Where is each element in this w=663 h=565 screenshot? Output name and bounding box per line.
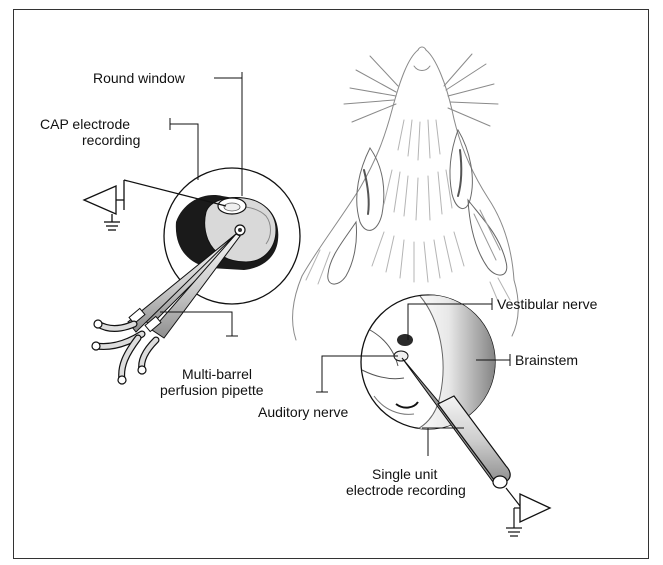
multi-barrel-pipette <box>92 234 240 384</box>
label-vestibular-nerve: Vestibular nerve <box>497 296 597 312</box>
label-multi-barrel-line2: perfusion pipette <box>160 382 264 398</box>
label-cap-electrode-line2: recording <box>82 132 140 148</box>
label-auditory-nerve: Auditory nerve <box>258 404 348 420</box>
label-single-unit-line2: electrode recording <box>346 482 466 498</box>
label-brainstem: Brainstem <box>515 352 578 368</box>
label-cap-electrode-line1: CAP electrode <box>40 116 130 132</box>
brainstem-inset <box>361 290 520 440</box>
label-round-window: Round window <box>93 70 185 86</box>
label-multi-barrel-line1: Multi-barrel <box>182 366 252 382</box>
rat-sketch <box>293 47 519 340</box>
label-single-unit-line1: Single unit <box>372 466 437 482</box>
